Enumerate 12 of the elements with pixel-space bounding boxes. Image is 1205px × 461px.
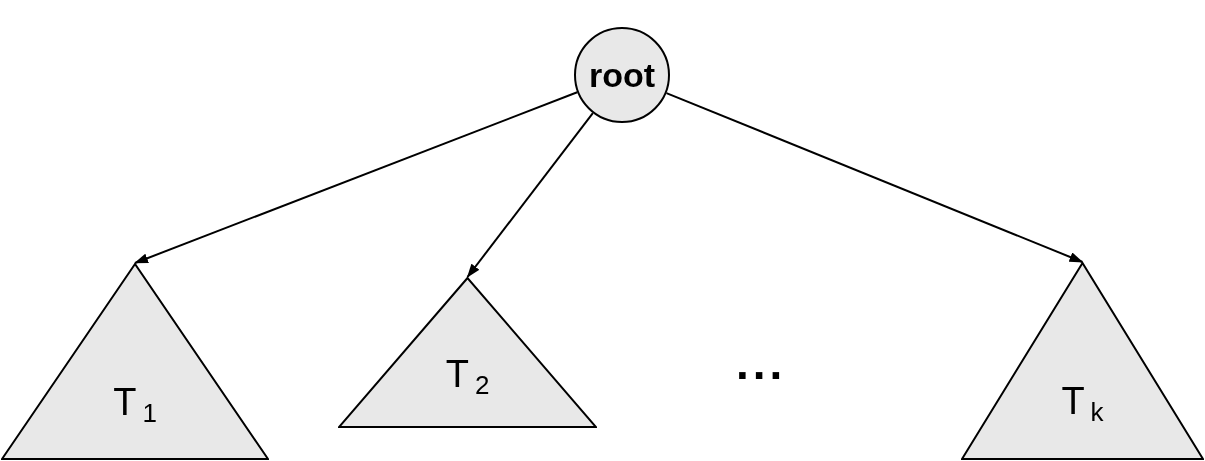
subtree-label: T$_{2}$ <box>445 355 490 393</box>
subtree-triangle <box>961 262 1204 460</box>
subtree-label: T$_{k}$ <box>1061 382 1104 420</box>
node-label: root <box>588 58 656 92</box>
subtree-label: T$_{1}$ <box>113 383 157 421</box>
ellipsis: ... <box>736 340 787 386</box>
arrow <box>134 91 579 264</box>
subtree-triangle <box>338 277 597 428</box>
subtree-triangle <box>1 263 269 460</box>
arrow <box>665 92 1084 263</box>
root-node-circle <box>574 27 670 123</box>
arrow <box>466 112 594 278</box>
